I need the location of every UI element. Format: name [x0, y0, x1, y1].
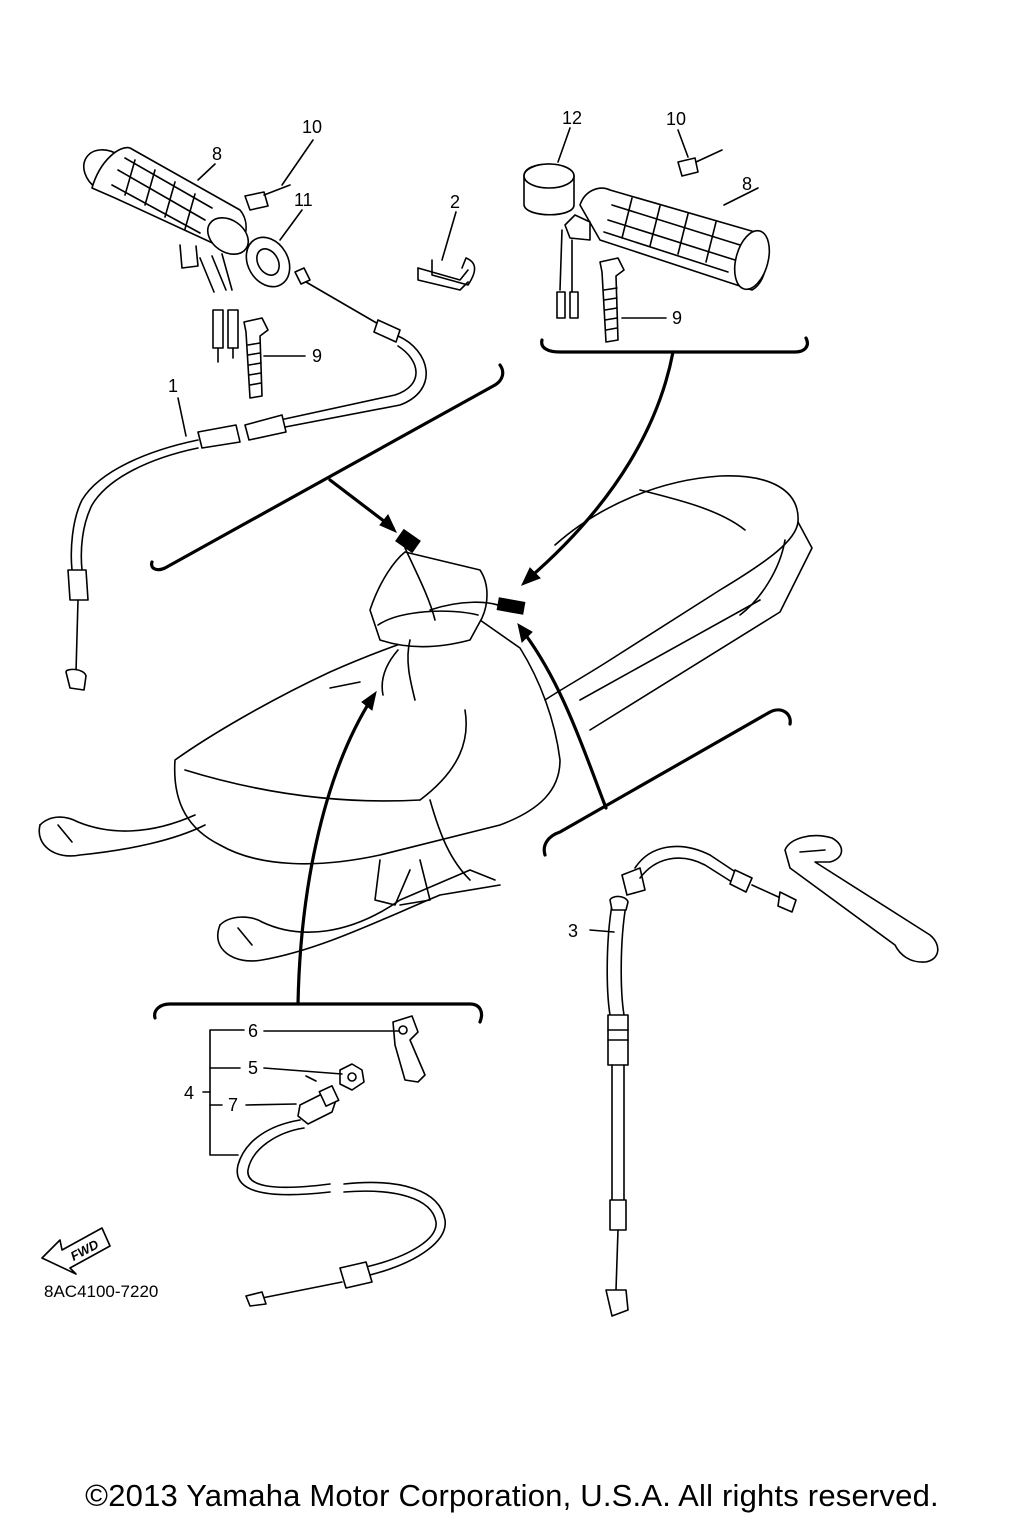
bracket-right-handlebar	[521, 336, 809, 586]
grip-left	[83, 146, 250, 269]
copyright-notice: ©2013 Yamaha Motor Corporation, U.S.A. A…	[85, 1478, 939, 1513]
bracket-choke	[153, 690, 484, 1024]
callout-3: 3	[568, 921, 578, 941]
callout-5: 5	[248, 1058, 258, 1078]
choke-cable-4	[236, 1084, 446, 1307]
snowmobile-body	[38, 475, 813, 962]
callout-numbers: 1 2 3 4 5 6 7 8 8 9 9 10 10 11 12	[168, 108, 752, 1115]
bolt-left	[244, 184, 291, 211]
grip-right	[564, 187, 771, 291]
clamp-left	[243, 317, 269, 399]
bracket-left-handlebar	[150, 363, 505, 572]
choke-assembly-bracket	[202, 1029, 245, 1156]
nut-5	[339, 1063, 365, 1091]
callout-9-right: 9	[672, 308, 682, 328]
callout-8-right: 8	[742, 174, 752, 194]
collar-11	[245, 236, 291, 288]
cap-12	[523, 163, 575, 216]
leader-lines	[177, 127, 759, 1106]
fwd-arrow-icon: FWD	[41, 1227, 111, 1275]
grip-right-wires	[556, 229, 579, 319]
callout-6: 6	[248, 1021, 258, 1041]
pin-7	[305, 1075, 317, 1082]
choke-lever-6	[392, 1015, 426, 1083]
callout-8-left: 8	[212, 144, 222, 164]
grip-left-wires	[199, 253, 239, 363]
part-code: 8AC4100-7220	[44, 1282, 158, 1301]
clamp-right	[599, 257, 625, 343]
throttle-cable-1	[65, 267, 427, 691]
callout-10-left: 10	[302, 117, 322, 137]
bracket-brake-lever	[517, 623, 792, 857]
callout-11: 11	[294, 190, 313, 210]
callout-1: 1	[168, 376, 178, 396]
brake-cable-3	[605, 845, 797, 1317]
callout-4: 4	[184, 1083, 194, 1103]
handlebar-assembly	[329, 528, 526, 701]
callout-7: 7	[228, 1095, 238, 1115]
brake-lever	[784, 834, 939, 963]
callout-2: 2	[450, 192, 460, 212]
clip-2	[417, 257, 476, 291]
bolt-right	[677, 149, 723, 177]
callout-10-right: 10	[666, 109, 686, 129]
callout-9-left: 9	[312, 346, 322, 366]
callout-12: 12	[562, 108, 582, 128]
